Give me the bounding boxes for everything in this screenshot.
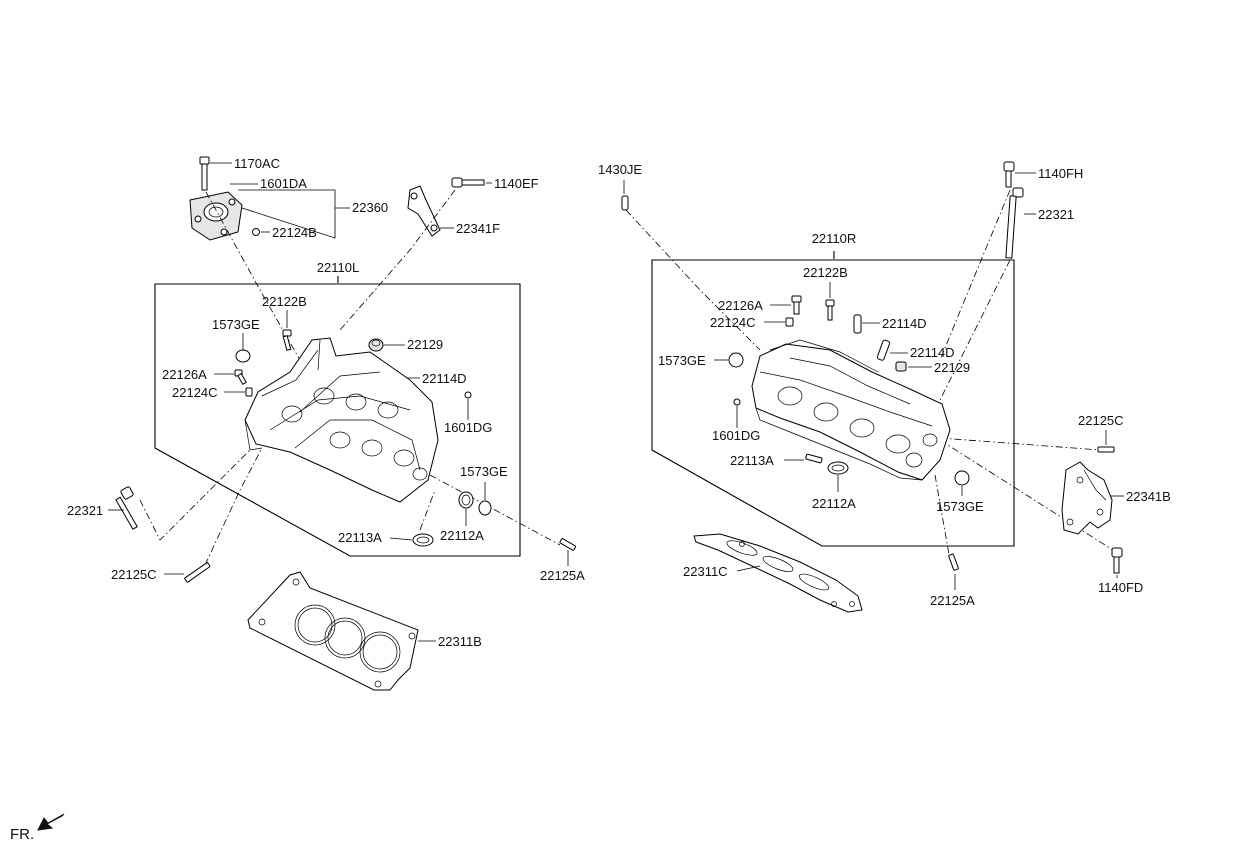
part-22112A-seal-right[interactable] bbox=[827, 461, 849, 475]
label-22125A-right[interactable]: 22125A bbox=[930, 593, 975, 608]
label-22114D-left[interactable]: 22114D bbox=[422, 371, 467, 386]
label-22125C-left[interactable]: 22125C bbox=[111, 567, 157, 582]
label-1430JE[interactable]: 1430JE bbox=[598, 162, 642, 177]
label-22129-right[interactable]: 22129 bbox=[934, 360, 970, 375]
part-1140EF-bolt[interactable] bbox=[451, 177, 485, 188]
label-22113A-right[interactable]: 22113A bbox=[730, 453, 774, 468]
front-orientation-marker: FR. bbox=[10, 813, 65, 843]
part-22125C-stud-left[interactable] bbox=[184, 562, 211, 583]
label-22112A-left[interactable]: 22112A bbox=[440, 528, 484, 543]
part-22125A-stud-left[interactable] bbox=[559, 538, 577, 551]
label-1601DG-right[interactable]: 1601DG bbox=[712, 428, 760, 443]
part-22321-bolt-left[interactable] bbox=[115, 486, 138, 530]
label-22126A-right[interactable]: 22126A bbox=[718, 298, 763, 313]
label-22125A-left[interactable]: 22125A bbox=[540, 568, 585, 583]
part-22112A-seal-left[interactable] bbox=[458, 491, 474, 509]
label-1573GE-left-bottom[interactable]: 1573GE bbox=[460, 464, 508, 479]
front-arrow-icon bbox=[37, 813, 65, 831]
part-1140FH-bolt[interactable] bbox=[1003, 161, 1015, 188]
part-22113A-ring-left[interactable] bbox=[412, 533, 434, 547]
part-22113A-pin-right[interactable] bbox=[805, 453, 823, 464]
part-22110L-cylinder-head[interactable] bbox=[244, 337, 439, 503]
label-22114D-right-b[interactable]: 22114D bbox=[910, 345, 955, 360]
part-22110R-cylinder-head[interactable] bbox=[751, 339, 951, 481]
part-22122B-bolt-right[interactable] bbox=[825, 299, 835, 321]
part-22125C-stud-right[interactable] bbox=[1097, 446, 1115, 453]
part-1601DG-ball-right[interactable] bbox=[733, 398, 741, 406]
label-22360[interactable]: 22360 bbox=[352, 200, 388, 215]
label-22341B[interactable]: 22341B bbox=[1126, 489, 1171, 504]
label-22341F[interactable]: 22341F bbox=[456, 221, 500, 236]
label-22124C-left[interactable]: 22124C bbox=[172, 385, 218, 400]
label-22110R[interactable]: 22110R bbox=[812, 231, 857, 246]
label-22112A-right[interactable]: 22112A bbox=[812, 496, 856, 511]
part-22321-bolt-right[interactable] bbox=[1005, 187, 1024, 259]
part-22124C-dowel-right[interactable] bbox=[785, 317, 794, 327]
label-22126A-left[interactable]: 22126A bbox=[162, 367, 207, 382]
label-1573GE-left-top[interactable]: 1573GE bbox=[212, 317, 260, 332]
part-1573GE-plug-left-top[interactable] bbox=[235, 349, 251, 363]
part-22124C-dowel-left[interactable] bbox=[245, 387, 253, 397]
label-1140FH[interactable]: 1140FH bbox=[1038, 166, 1083, 181]
right-bank-group-frame bbox=[651, 251, 1015, 547]
part-1573GE-plug-right-left[interactable] bbox=[728, 352, 744, 368]
part-1573GE-plug-right-right[interactable] bbox=[954, 470, 970, 486]
label-22311C[interactable]: 22311C bbox=[683, 564, 728, 579]
part-1601DG-ball-left[interactable] bbox=[464, 391, 472, 399]
part-22311C-head-gasket[interactable] bbox=[693, 533, 863, 613]
label-1140EF[interactable]: 1140EF bbox=[494, 176, 539, 191]
label-22129-left[interactable]: 22129 bbox=[407, 337, 443, 352]
label-22311B[interactable]: 22311B bbox=[438, 634, 482, 649]
part-22311B-head-gasket[interactable] bbox=[247, 571, 419, 691]
part-22126A-bolt-right[interactable] bbox=[791, 295, 802, 315]
part-22129-cap-left[interactable] bbox=[368, 338, 384, 352]
label-22321-left[interactable]: 22321 bbox=[67, 503, 103, 518]
label-22122B-left[interactable]: 22122B bbox=[262, 294, 307, 309]
part-1170AC-bolt[interactable] bbox=[199, 156, 210, 191]
label-22114D-right-a[interactable]: 22114D bbox=[882, 316, 927, 331]
label-22124C-right[interactable]: 22124C bbox=[710, 315, 756, 330]
label-22124B[interactable]: 22124B bbox=[272, 225, 317, 240]
part-22122B-bolt-left[interactable] bbox=[282, 329, 292, 351]
part-22129-cap-right[interactable] bbox=[895, 361, 907, 372]
right-bank-assembly: 22110R 1430JE 1140FH 22321 bbox=[598, 161, 1171, 613]
label-1573GE-right-right[interactable]: 1573GE bbox=[936, 499, 984, 514]
label-22321-right[interactable]: 22321 bbox=[1038, 207, 1074, 222]
part-22125A-stud-right[interactable] bbox=[948, 553, 959, 571]
front-label: FR. bbox=[10, 826, 34, 843]
label-1601DG-left[interactable]: 1601DG bbox=[444, 420, 492, 435]
part-22124B-dowel[interactable] bbox=[252, 228, 260, 236]
label-22125C-right[interactable]: 22125C bbox=[1078, 413, 1124, 428]
left-bank-assembly: 22110L 1170AC 1601DA 22360 22124B bbox=[67, 156, 585, 691]
part-22114D-pin-right-b[interactable] bbox=[876, 339, 891, 361]
label-22113A-left[interactable]: 22113A bbox=[338, 530, 382, 545]
label-22122B-right[interactable]: 22122B bbox=[803, 265, 848, 280]
part-22341B-bracket[interactable] bbox=[1061, 461, 1113, 535]
label-22110L[interactable]: 22110L bbox=[317, 260, 359, 275]
part-1140FD-bolt[interactable] bbox=[1111, 547, 1123, 574]
part-22126A-bolt-left[interactable] bbox=[234, 369, 247, 386]
left-bank-group-frame bbox=[154, 276, 521, 557]
part-1573GE-plug-left-bottom[interactable] bbox=[478, 500, 492, 516]
label-1170AC[interactable]: 1170AC bbox=[234, 156, 280, 171]
part-1430JE-pin[interactable] bbox=[621, 195, 629, 211]
part-22114D-pin-right-a[interactable] bbox=[853, 314, 862, 334]
label-1601DA[interactable]: 1601DA bbox=[260, 176, 307, 191]
label-1140FD[interactable]: 1140FD bbox=[1098, 580, 1143, 595]
part-22341F-bracket[interactable] bbox=[407, 185, 441, 237]
part-22360-housing[interactable] bbox=[189, 191, 243, 241]
label-1573GE-right-left[interactable]: 1573GE bbox=[658, 353, 706, 368]
